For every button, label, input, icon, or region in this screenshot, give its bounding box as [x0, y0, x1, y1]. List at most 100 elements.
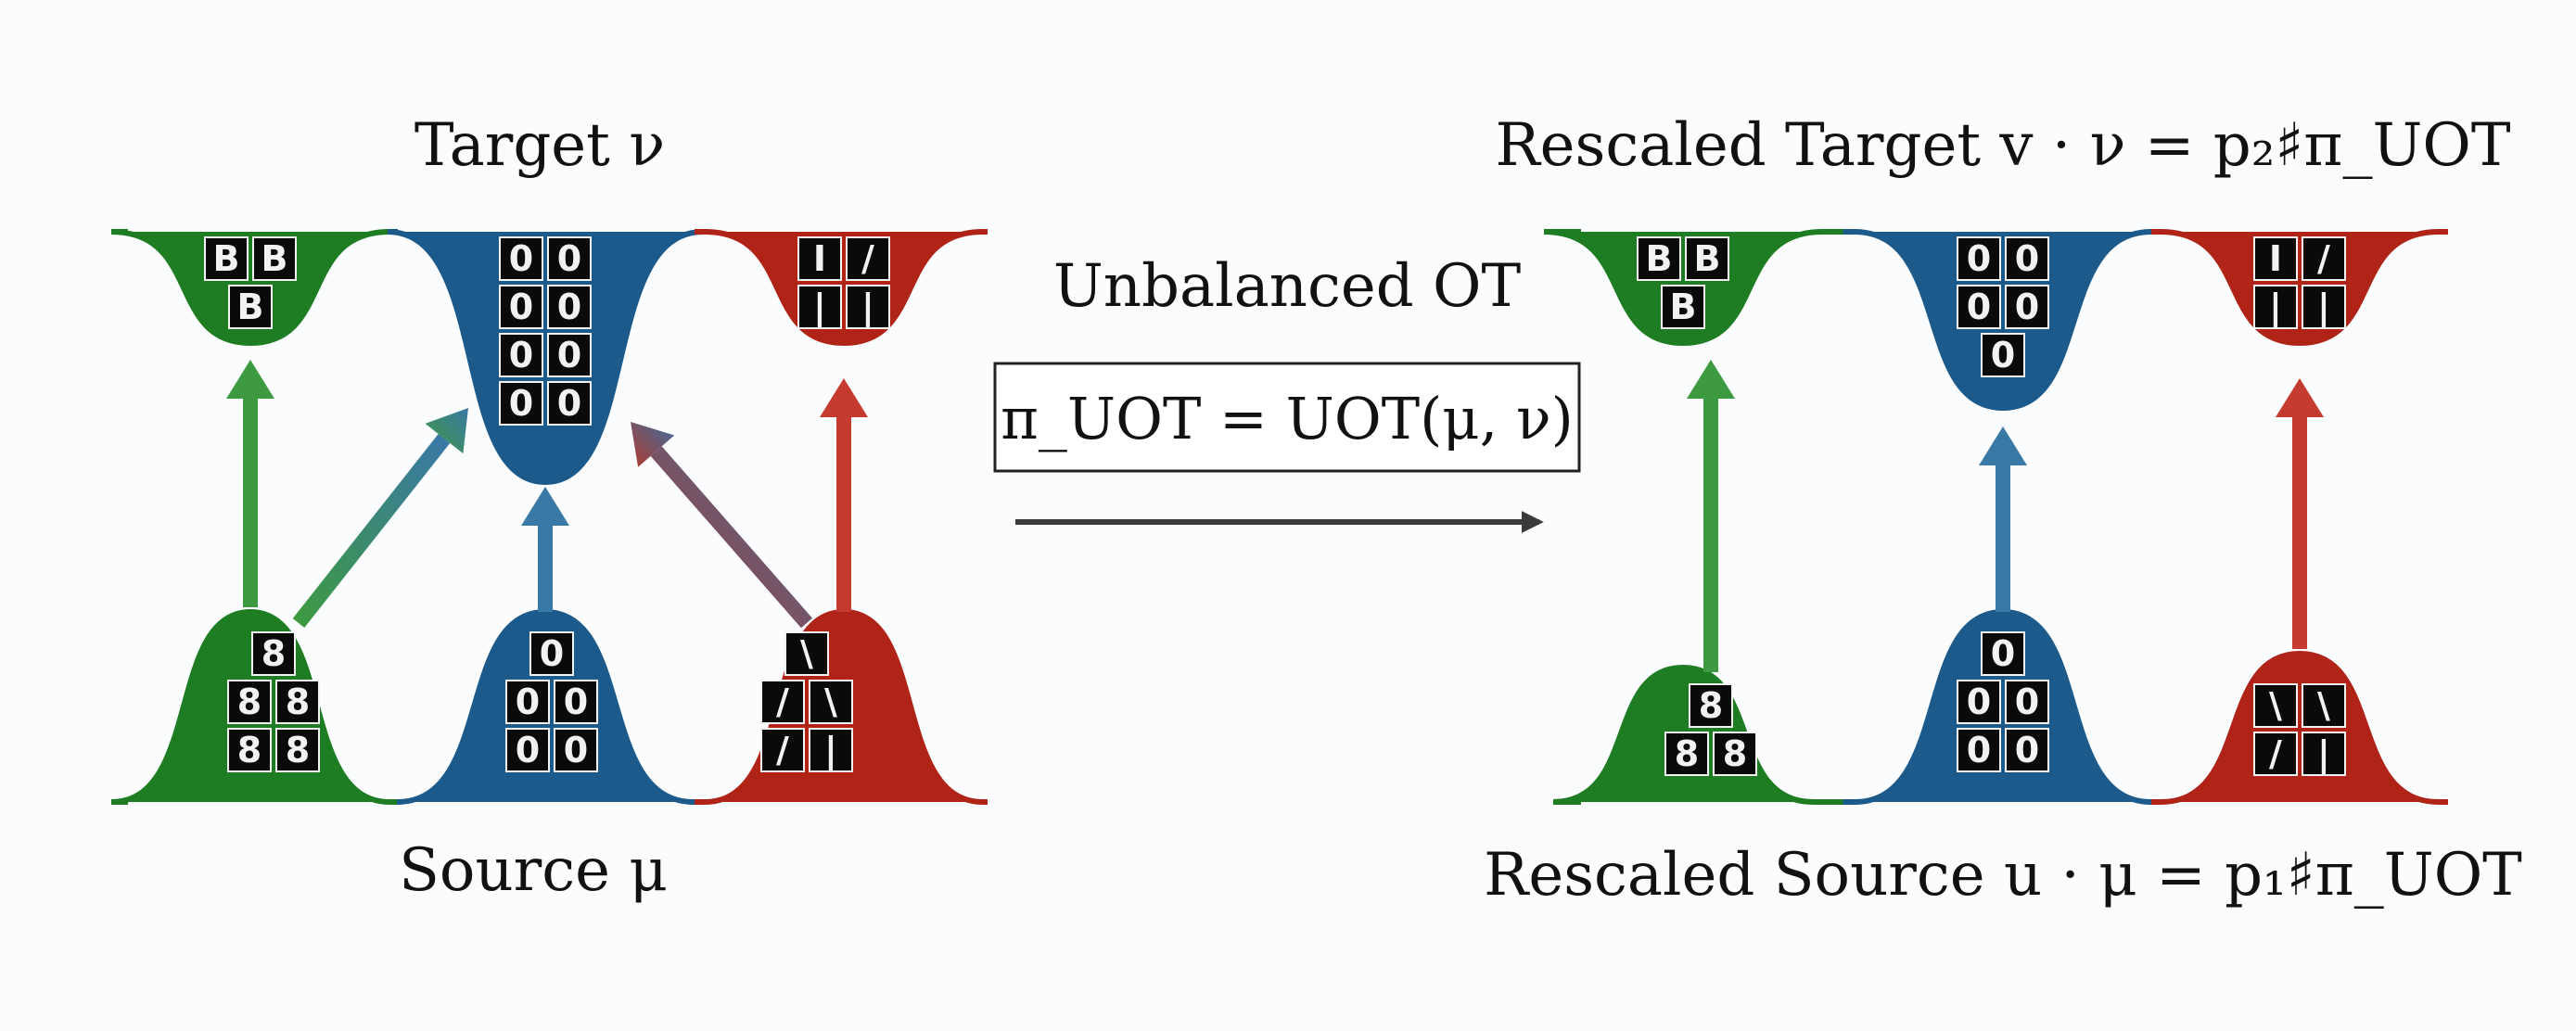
- left-source-blue-digit: 0: [516, 681, 540, 722]
- left-source-blue-tile: [505, 680, 550, 724]
- right-source-green-digit: 8: [1699, 685, 1723, 726]
- left-source-green-tile: [227, 728, 272, 772]
- left-source-red-tile: [809, 680, 853, 724]
- right-source-red-tile: [2302, 683, 2346, 728]
- left-source-blue-digit: 0: [540, 633, 564, 674]
- right-source-red-digit: |: [2317, 733, 2330, 775]
- left-target-blue-digit: 0: [509, 286, 533, 327]
- left-target-red-tile: [846, 236, 890, 281]
- left-target-red-curve: [695, 229, 988, 347]
- right-target-green-curve: [1543, 229, 1843, 347]
- left-source-label: Source μ: [399, 836, 668, 905]
- right-source-blue-tile: [1957, 680, 2001, 724]
- left-target-green-digit: B: [261, 238, 288, 279]
- left-target-red-digit: /: [861, 238, 874, 279]
- left-red-arrow-head: [820, 378, 868, 417]
- left-source-blue-tile: [529, 631, 574, 676]
- left-source-blue-tile: [505, 728, 550, 772]
- left-target-blue-digit: 0: [557, 238, 581, 279]
- right-target-green-tile: [1685, 236, 1729, 281]
- left-source-green-tile: [227, 680, 272, 724]
- left-source-red-tile: [809, 728, 853, 772]
- left-source-green-tile: [275, 728, 320, 772]
- right-target-blue-tile: [1957, 236, 2001, 281]
- left-source-red-digit: \: [824, 681, 837, 722]
- left-target-blue-digit: 0: [509, 238, 533, 279]
- right-target-red-tile: [2302, 285, 2346, 329]
- right-target-red-tile: [2302, 236, 2346, 281]
- formula-text: π_UOT = UOT(μ, ν): [1001, 385, 1574, 452]
- left-source-red-tile: [784, 631, 829, 676]
- left-target-blue-digit: 0: [557, 383, 581, 424]
- left-target-red-tile: [797, 285, 842, 329]
- left-source-green-tile: [251, 631, 296, 676]
- right-blue-arrow-head: [1979, 426, 2027, 465]
- left-target-blue-tile: [547, 236, 592, 281]
- left-source-blue-digit: 0: [564, 730, 588, 770]
- left-source-green-curve: [110, 608, 398, 805]
- left-source-red-tile: [760, 680, 805, 724]
- right-target-red-tile: [2253, 236, 2298, 281]
- right-source-blue-tile: [1981, 631, 2025, 676]
- right-source-green-tile: [1713, 732, 1757, 776]
- left-green-to-blue-arrow-head: [425, 408, 468, 454]
- left-target-red-tile: [846, 285, 890, 329]
- right-source-blue-digit: 0: [2015, 681, 2039, 722]
- right-source-blue-digit: 0: [2015, 730, 2039, 770]
- right-source-red-curve: [2151, 650, 2448, 805]
- left-target-red-digit: I: [813, 238, 826, 279]
- left-green-arrow-head: [226, 360, 274, 399]
- left-target-green-tile: [228, 285, 273, 329]
- right-target-blue-tile: [1981, 333, 2025, 377]
- right-source-blue-tile: [2005, 728, 2049, 772]
- left-target-green-digit: B: [237, 286, 264, 327]
- right-source-blue-digit: 0: [1967, 681, 1991, 722]
- right-source-red-digit: /: [2269, 733, 2282, 774]
- formula-box: [993, 362, 1581, 473]
- right-target-red-digit: /: [2317, 238, 2330, 279]
- left-target-blue-curve: [387, 229, 704, 486]
- left-target-blue-tile: [499, 333, 543, 377]
- right-source-blue-tile: [1957, 728, 2001, 772]
- left-target-green-digit: B: [213, 238, 240, 279]
- right-target-blue-tile: [1957, 285, 2001, 329]
- right-target-red-digit: |: [2269, 286, 2282, 328]
- right-source-red-digit: \: [2269, 685, 2282, 726]
- right-target-green-tile: [1661, 285, 1705, 329]
- right-source-green-tile: [1689, 683, 1733, 728]
- left-source-green-digit: 8: [237, 730, 261, 770]
- left-blue-arrow-head: [521, 487, 569, 526]
- right-source-blue-digit: 0: [1967, 730, 1991, 770]
- left-source-green-digit: 8: [261, 633, 286, 674]
- left-source-blue-digit: 0: [516, 730, 540, 770]
- right-source-red-tile: [2302, 732, 2346, 776]
- left-target-label: Target ν: [414, 111, 665, 180]
- left-red-to-blue-arrow-shaft: [650, 446, 813, 629]
- left-target-green-tile: [204, 236, 249, 281]
- left-target-blue-digit: 0: [557, 286, 581, 327]
- left-source-blue-tile: [554, 728, 598, 772]
- left-source-blue-digit: 0: [564, 681, 588, 722]
- left-target-blue-tile: [499, 236, 543, 281]
- right-source-blue-tile: [2005, 680, 2049, 724]
- right-target-green-digit: B: [1694, 238, 1721, 279]
- right-target-blue-digit: 0: [1967, 238, 1991, 279]
- method-label: Unbalanced OT: [1053, 252, 1522, 321]
- left-target-blue-tile: [499, 285, 543, 329]
- right-source-green-digit: 8: [1723, 733, 1747, 774]
- left-target-blue-tile: [499, 381, 543, 426]
- right-red-arrow-head: [2276, 378, 2324, 417]
- left-target-blue-tile: [547, 333, 592, 377]
- left-source-green-digit: 8: [286, 730, 310, 770]
- right-source-red-tile: [2253, 683, 2298, 728]
- left-source-red-digit: /: [776, 730, 789, 770]
- right-source-green-digit: 8: [1675, 733, 1699, 774]
- left-green-to-blue-arrow-shaft: [292, 434, 451, 628]
- right-source-red-tile: [2253, 732, 2298, 776]
- left-source-blue-tile: [554, 680, 598, 724]
- right-target-green-digit: B: [1646, 238, 1673, 279]
- right-source-red-bump: [2161, 654, 2439, 802]
- left-target-red-digit: |: [861, 286, 874, 328]
